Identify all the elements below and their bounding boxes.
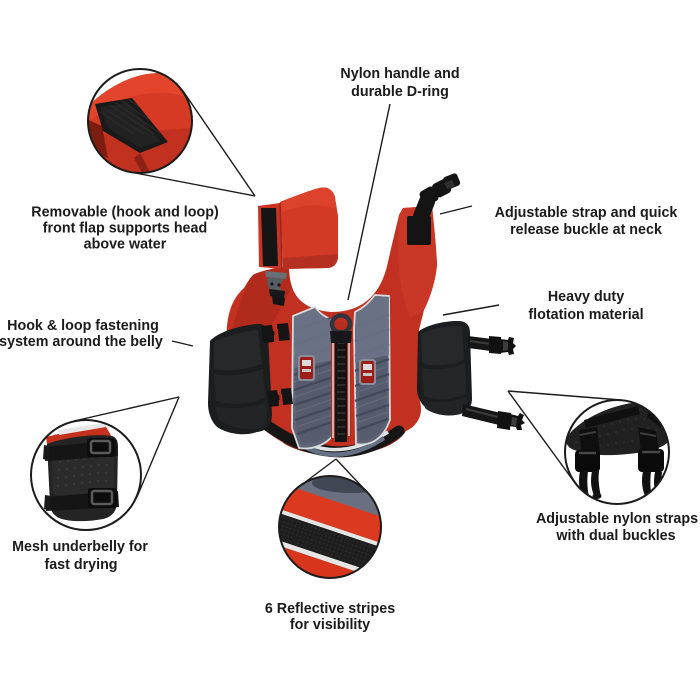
- svg-text:front flap supports head: front flap supports head: [43, 221, 207, 237]
- svg-text:Mesh underbelly for: Mesh underbelly for: [12, 539, 148, 555]
- svg-text:Removable (hook and loop): Removable (hook and loop): [31, 205, 219, 221]
- svg-text:fast drying: fast drying: [44, 557, 117, 573]
- svg-text:Adjustable strap and quick: Adjustable strap and quick: [495, 205, 678, 221]
- svg-text:6 Reflective stripes: 6 Reflective stripes: [265, 601, 395, 617]
- svg-text:release buckle at neck: release buckle at neck: [510, 222, 662, 238]
- svg-text:above water: above water: [84, 237, 167, 253]
- svg-text:with dual buckles: with dual buckles: [555, 528, 675, 544]
- svg-text:Hook & loop fastening: Hook & loop fastening: [7, 318, 159, 334]
- svg-text:Heavy duty: Heavy duty: [548, 289, 624, 305]
- svg-text:flotation material: flotation material: [528, 307, 643, 323]
- svg-text:Nylon handle and: Nylon handle and: [340, 66, 459, 82]
- svg-text:Adjustable nylon straps: Adjustable nylon straps: [536, 511, 698, 527]
- svg-text:for visibility: for visibility: [290, 617, 370, 633]
- svg-text:durable D-ring: durable D-ring: [351, 84, 449, 100]
- svg-text:system around the belly: system around the belly: [0, 334, 163, 350]
